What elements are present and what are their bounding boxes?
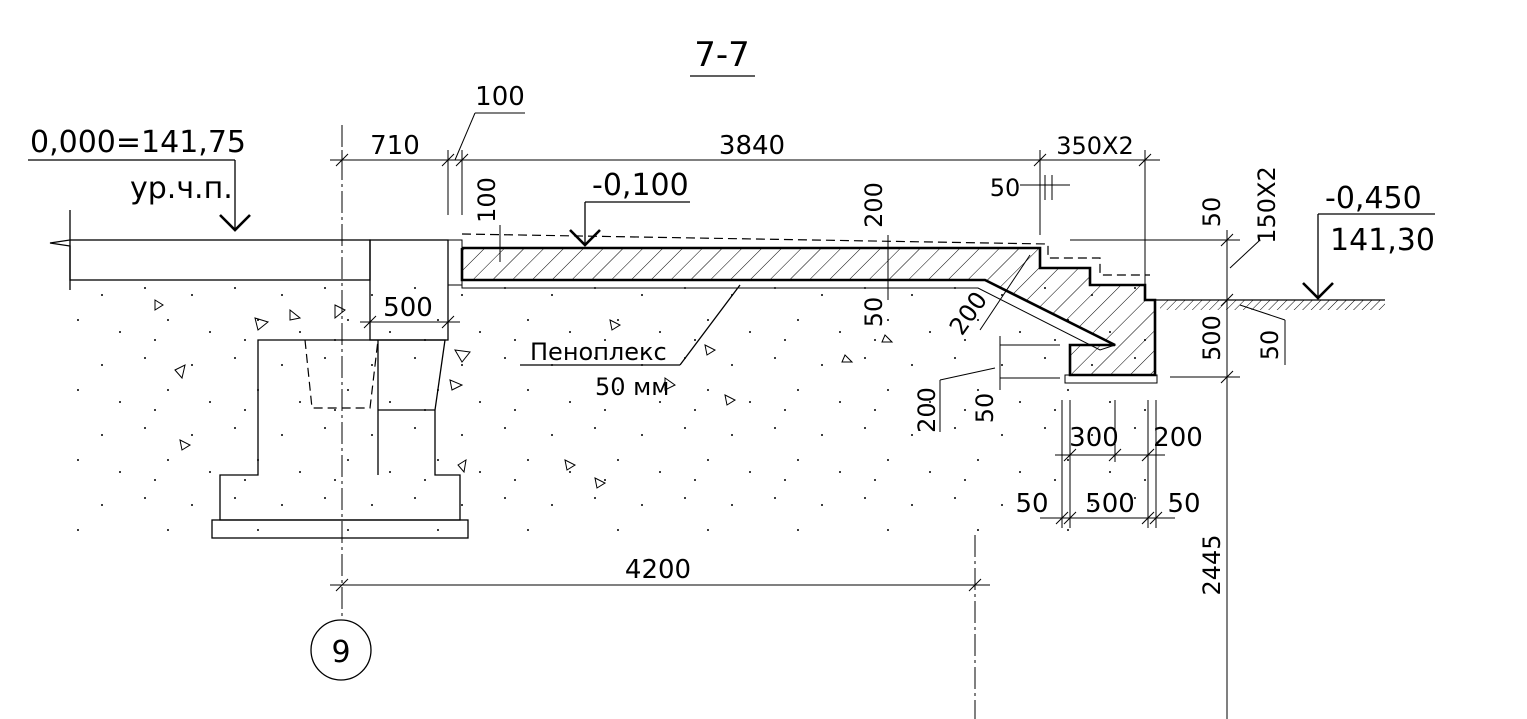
svg-text:50: 50: [990, 174, 1021, 202]
wall-insulation: [447, 239, 463, 286]
existing-floor-slab: [49, 210, 371, 290]
svg-text:50: 50: [971, 393, 999, 424]
level-marker-ground: -0,450 141,30: [1302, 181, 1435, 300]
svg-text:9: 9: [331, 635, 350, 670]
svg-text:710: 710: [370, 131, 420, 161]
insulation-leader: Пеноплекс 50 мм: [520, 284, 741, 401]
svg-text:3840: 3840: [719, 131, 785, 161]
soil-fill: [70, 285, 1150, 535]
ground-line: [1155, 299, 1385, 310]
svg-text:300: 300: [1069, 423, 1119, 453]
dimension-footing-right: 300 200 50 500 50: [1015, 400, 1203, 528]
svg-text:100: 100: [475, 82, 525, 112]
dimension-4200: 4200: [330, 555, 990, 592]
svg-text:-0,100: -0,100: [592, 168, 689, 203]
svg-text:200: 200: [913, 387, 941, 433]
dimension-wall-width: 500: [360, 293, 460, 329]
aggregate-marks: [154, 299, 894, 489]
svg-text:500: 500: [1085, 489, 1135, 519]
svg-text:141,30: 141,30: [1330, 223, 1435, 258]
svg-text:150Х2: 150Х2: [1253, 166, 1281, 244]
svg-text:50 мм: 50 мм: [595, 373, 669, 401]
dimension-chain-right: 50 500 2445 150Х2 50: [1070, 166, 1286, 719]
svg-text:50: 50: [1167, 489, 1200, 519]
svg-text:500: 500: [1198, 315, 1226, 361]
svg-text:Пеноплекс: Пеноплекс: [530, 338, 667, 366]
svg-text:-0,450: -0,450: [1325, 181, 1422, 216]
svg-text:50: 50: [1256, 330, 1284, 361]
svg-text:50: 50: [1198, 197, 1226, 228]
svg-text:ур.ч.п.: ур.ч.п.: [130, 171, 233, 206]
svg-text:200: 200: [860, 182, 888, 228]
section-title: 7-7: [690, 35, 755, 77]
level-marker-zero: 0,000=141,75 ур.ч.п.: [28, 125, 251, 232]
svg-text:2445: 2445: [1198, 534, 1226, 595]
level-marker-slab: -0,100: [569, 168, 690, 247]
svg-text:350Х2: 350Х2: [1056, 132, 1134, 160]
svg-text:50: 50: [860, 297, 888, 328]
svg-text:0,000=141,75: 0,000=141,75: [30, 125, 246, 160]
svg-text:200: 200: [1153, 423, 1203, 453]
dimension-step-top: 50: [990, 174, 1070, 202]
dimension-slab-vertical: 100 200 50: [473, 177, 889, 328]
grid-axis-bubble: 9: [310, 619, 372, 681]
dimension-chain-top: 710 3840 350Х2 100: [330, 82, 1160, 295]
svg-text:4200: 4200: [625, 555, 691, 585]
foundation: [211, 239, 469, 539]
svg-text:500: 500: [383, 293, 433, 323]
svg-text:100: 100: [473, 177, 501, 223]
svg-text:7-7: 7-7: [694, 35, 750, 75]
svg-text:50: 50: [1015, 489, 1048, 519]
